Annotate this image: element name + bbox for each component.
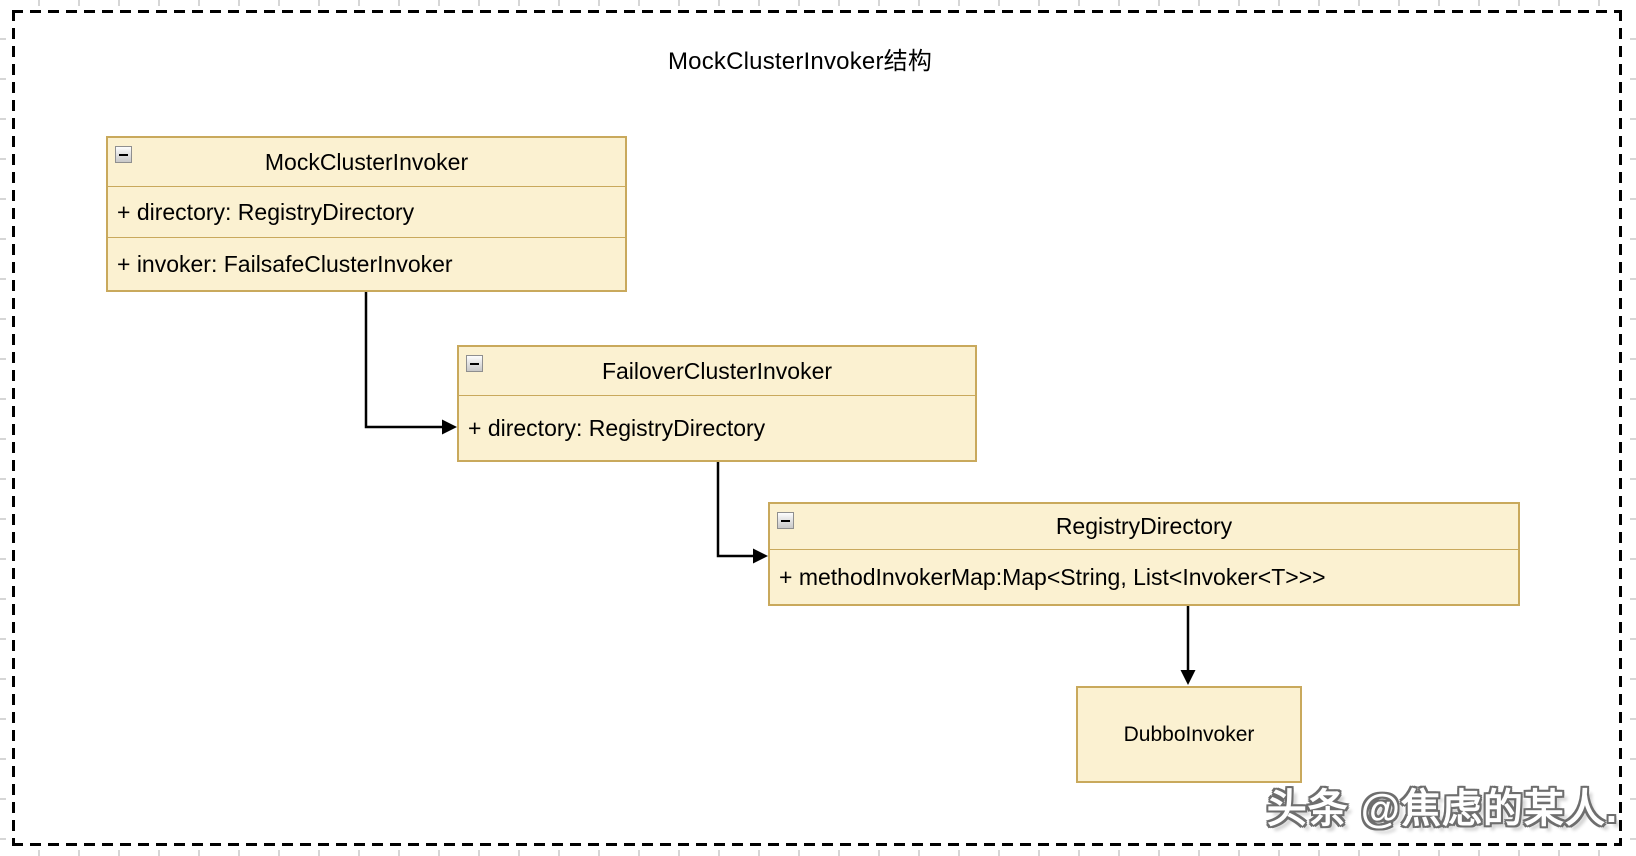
class-box-dubboinvoker[interactable]: DubboInvoker (1076, 686, 1302, 783)
class-name: MockClusterInvoker (264, 148, 469, 175)
class-header: MockClusterInvoker (108, 138, 625, 187)
dashed-frame-bottom (12, 843, 1622, 846)
class-attribute: + directory: RegistryDirectory (468, 414, 766, 441)
collapse-minus-icon[interactable] (466, 355, 483, 372)
class-box-failoverclusterinvoker[interactable]: FailoverClusterInvoker + directory: Regi… (457, 345, 977, 462)
class-box-registrydirectory[interactable]: RegistryDirectory + methodInvokerMap:Map… (768, 502, 1520, 606)
class-header: RegistryDirectory (770, 504, 1518, 550)
dashed-frame-right (1619, 10, 1622, 846)
class-header: FailoverClusterInvoker (459, 347, 975, 396)
minus-glyph (119, 153, 128, 156)
collapse-minus-icon[interactable] (115, 146, 132, 163)
ruler-ticks-right (1630, 0, 1636, 856)
diagram-title: MockClusterInvoker结构 (667, 48, 933, 75)
dashed-frame-left (12, 10, 15, 846)
arrowhead-right-icon (753, 548, 768, 564)
minus-glyph (781, 519, 790, 522)
watermark: 头条 @焦虑的某人. (1266, 787, 1618, 831)
class-attribute: + methodInvokerMap:Map<String, List<Invo… (779, 563, 1326, 590)
ruler-ticks-top (0, 0, 1636, 6)
class-name: DubboInvoker (1123, 722, 1255, 746)
class-name: RegistryDirectory (1055, 513, 1233, 539)
minus-glyph (470, 362, 479, 365)
ruler-ticks-bottom (0, 850, 1636, 856)
collapse-minus-icon[interactable] (777, 512, 794, 529)
arrowhead-down-icon (1180, 670, 1196, 685)
class-attribute: + invoker: FailsafeClusterInvoker (117, 250, 453, 277)
class-box-mockclusterinvoker[interactable]: MockClusterInvoker + directory: Registry… (106, 136, 627, 292)
connector-mock-to-failover (364, 292, 443, 429)
arrowhead-right-icon (442, 419, 457, 435)
class-attribute: + directory: RegistryDirectory (108, 187, 625, 238)
class-name: FailoverClusterInvoker (601, 357, 833, 384)
connector-failover-to-registry (716, 462, 754, 558)
ruler-ticks-left (0, 0, 6, 856)
dashed-frame-top (12, 10, 1622, 13)
